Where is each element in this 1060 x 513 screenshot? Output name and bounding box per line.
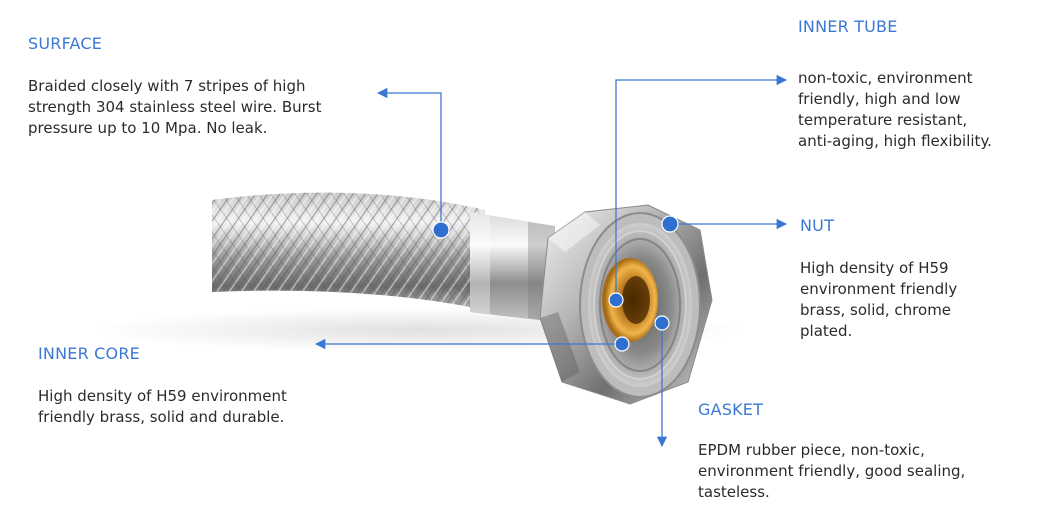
surface-line: strength 304 stainless steel wire. Burst <box>28 98 322 116</box>
nut-line: plated. <box>800 322 853 340</box>
gasket-heading: GASKET <box>698 400 764 419</box>
gasket-line: EPDM rubber piece, non-toxic, <box>698 441 925 459</box>
nut-heading: NUT <box>800 216 835 235</box>
inner-tube-line: friendly, high and low <box>798 90 961 108</box>
nut-line: brass, solid, chrome <box>800 301 952 319</box>
inner-core-description: High density of H59 environment friendly… <box>38 386 287 428</box>
inner-tube-description: non-toxic, environment friendly, high an… <box>798 68 992 152</box>
inner-tube-line: anti-aging, high flexibility. <box>798 132 992 150</box>
nut-line: High density of H59 <box>800 259 949 277</box>
inner-tube-heading: INNER TUBE <box>798 17 898 36</box>
gasket-line: tasteless. <box>698 483 770 501</box>
inner-core-heading: INNER CORE <box>38 344 140 363</box>
surface-heading: SURFACE <box>28 34 103 53</box>
nut-line: environment friendly <box>800 280 958 298</box>
gasket-description: EPDM rubber piece, non-toxic, environmen… <box>698 440 965 503</box>
gasket-line: environment friendly, good sealing, <box>698 462 966 480</box>
inner-tube-line: non-toxic, environment <box>798 69 973 87</box>
inner-core-line: High density of H59 environment <box>38 387 287 405</box>
nut-description: High density of H59 environment friendly… <box>800 258 957 342</box>
inner-tube-line: temperature resistant, <box>798 111 968 129</box>
inner-core-line: friendly brass, solid and durable. <box>38 408 285 426</box>
surface-line: pressure up to 10 Mpa. No leak. <box>28 119 268 137</box>
surface-line: Braided closely with 7 stripes of high <box>28 77 306 95</box>
surface-description: Braided closely with 7 stripes of high s… <box>28 76 322 139</box>
